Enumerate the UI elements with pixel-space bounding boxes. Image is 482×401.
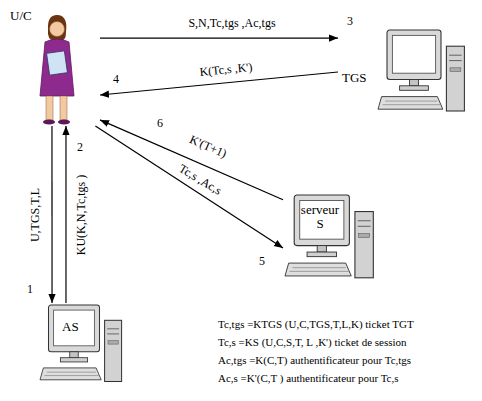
message-arrow	[51, 126, 52, 303]
node-label: U/C	[10, 9, 32, 23]
step-number: 5	[257, 255, 267, 268]
computer-icon	[285, 195, 373, 278]
definition-note: Ac,tgs =K(C,T) authentificateur pour Tc,…	[218, 354, 411, 366]
step-number: 3	[345, 15, 355, 28]
message-label: K'(T+1)	[186, 132, 231, 161]
step-number: 4	[111, 73, 121, 86]
definition-note: Tc,s =KS (U,C,S,T, L ,K') ticket de sess…	[218, 336, 407, 348]
definition-note: Ac,s =K'(C,T ) authentificateur pour Tc,…	[218, 372, 399, 384]
message-label: U,TGS,T,L	[29, 186, 42, 244]
server-node: TGS	[338, 28, 475, 116]
message-label: Tc,s ,Ac,s	[175, 161, 226, 199]
step-number: 1	[25, 283, 35, 296]
message-arrow	[100, 120, 283, 200]
message-label: KU(K,N,Tc,tgs )	[75, 173, 88, 257]
step-number: 2	[75, 141, 85, 154]
server-node: AS	[38, 303, 128, 393]
user-node: U/C	[8, 4, 100, 126]
user-figure	[40, 15, 74, 125]
message-arrow	[65, 126, 66, 303]
node-label: serveur S	[297, 203, 343, 232]
message-label: S,N,Tc,tgs ,Ac,tgs	[186, 17, 277, 30]
server-node: serveur S	[283, 193, 380, 290]
computer-icon	[40, 305, 122, 382]
node-label: AS	[62, 320, 79, 334]
computer-icon	[378, 30, 464, 111]
step-number: 6	[155, 117, 165, 130]
node-label: TGS	[342, 71, 367, 85]
message-label: K(Tc,s ,K')	[197, 61, 255, 80]
message-arrow	[100, 37, 338, 38]
definition-note: Tc,tgs =KTGS (U,C,TGS,T,L,K) ticket TGT	[218, 318, 414, 330]
